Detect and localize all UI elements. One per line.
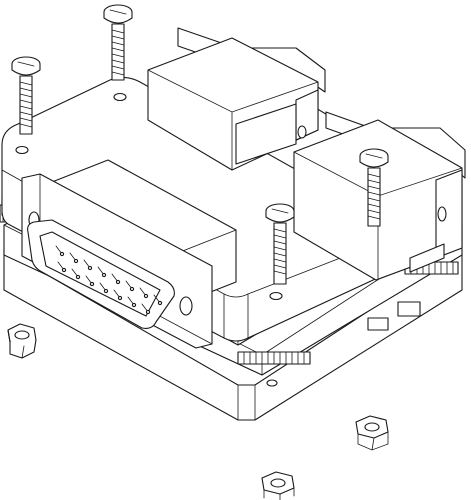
- rear-connector-upper: [147, 27, 326, 171]
- screw-front-left: [11, 56, 41, 135]
- hex-nut-left: [7, 323, 37, 359]
- mounting-hole: [269, 291, 283, 301]
- standoff-ring-center: [237, 351, 311, 365]
- screw-back-left: [103, 4, 133, 81]
- front-d-sub-connector: [21, 159, 237, 349]
- mounting-hole: [113, 92, 127, 102]
- screw-back-right: [359, 148, 389, 227]
- screw-front-right: [265, 203, 295, 285]
- pin-row-top: [55, 245, 163, 306]
- mounting-hole: [15, 145, 29, 155]
- hex-nut-right: [355, 415, 389, 451]
- flange-screw-hole: [179, 296, 193, 316]
- hex-nut-bottom: [261, 471, 295, 500]
- pin-row-bottom: [57, 261, 151, 315]
